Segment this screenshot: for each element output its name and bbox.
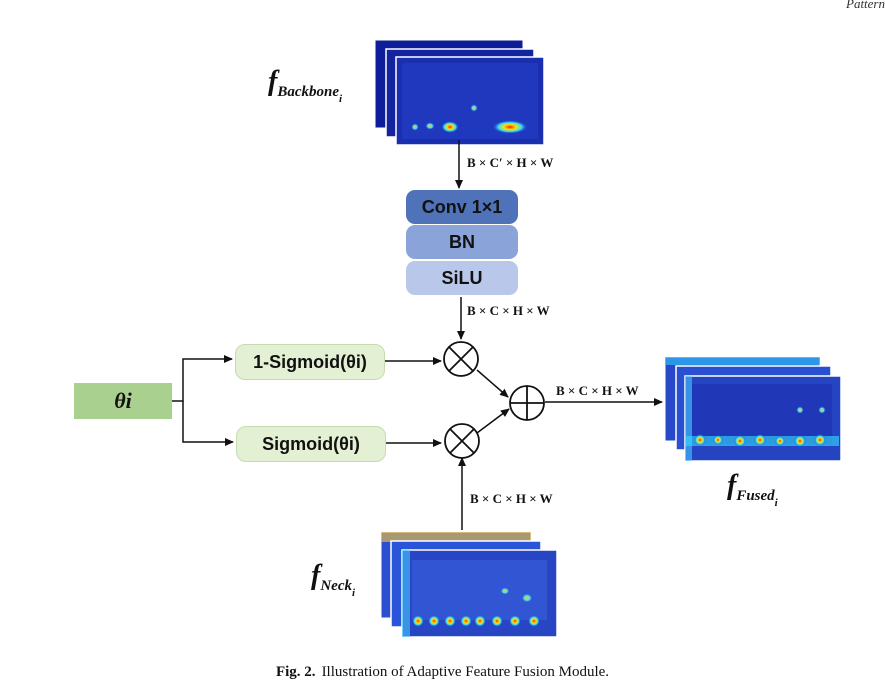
arrow-theta-to-one-minus-sigmoid — [172, 355, 233, 402]
dim-backbone-out: B × C′ × H × W — [467, 155, 554, 170]
arrow-multiply-top-to-add — [476, 369, 509, 398]
backbone-feature-label: fBackbonei — [268, 66, 343, 105]
caption-label: Fig. 2. — [275, 664, 316, 680]
theta-input-block: θi — [74, 383, 172, 419]
fused-feature-label: fFusedi — [727, 470, 778, 509]
one-minus-sigmoid-block: 1-Sigmoid(θi) — [235, 344, 385, 380]
conv-1x1-block: Conv 1×1 — [406, 190, 518, 224]
bn-block: BN — [406, 225, 518, 259]
multiply-operator-top — [443, 341, 479, 377]
header-fragment: Pattern — [846, 0, 885, 11]
caption-text: Illustration of Adaptive Feature Fusion … — [321, 664, 610, 680]
dim-silu-out: B × C × H × W — [467, 303, 550, 318]
backbone-heatmap-stack — [374, 39, 545, 146]
dim-neck-out: B × C × H × W — [470, 491, 553, 506]
silu-block: SiLU — [406, 261, 518, 295]
fused-heatmap-stack — [664, 356, 842, 462]
dim-fused-in: B × C × H × W — [556, 383, 639, 398]
add-operator — [509, 385, 545, 421]
figure-caption: Fig. 2. Illustration of Adaptive Feature … — [0, 664, 885, 681]
neck-heatmap-stack — [380, 531, 558, 638]
arrow-multiply-bottom-to-add — [476, 408, 510, 434]
multiply-operator-bottom — [444, 423, 480, 459]
arrow-theta-to-sigmoid — [182, 401, 234, 446]
sigmoid-block: Sigmoid(θi) — [236, 426, 386, 462]
neck-feature-label: fNecki — [311, 560, 356, 599]
